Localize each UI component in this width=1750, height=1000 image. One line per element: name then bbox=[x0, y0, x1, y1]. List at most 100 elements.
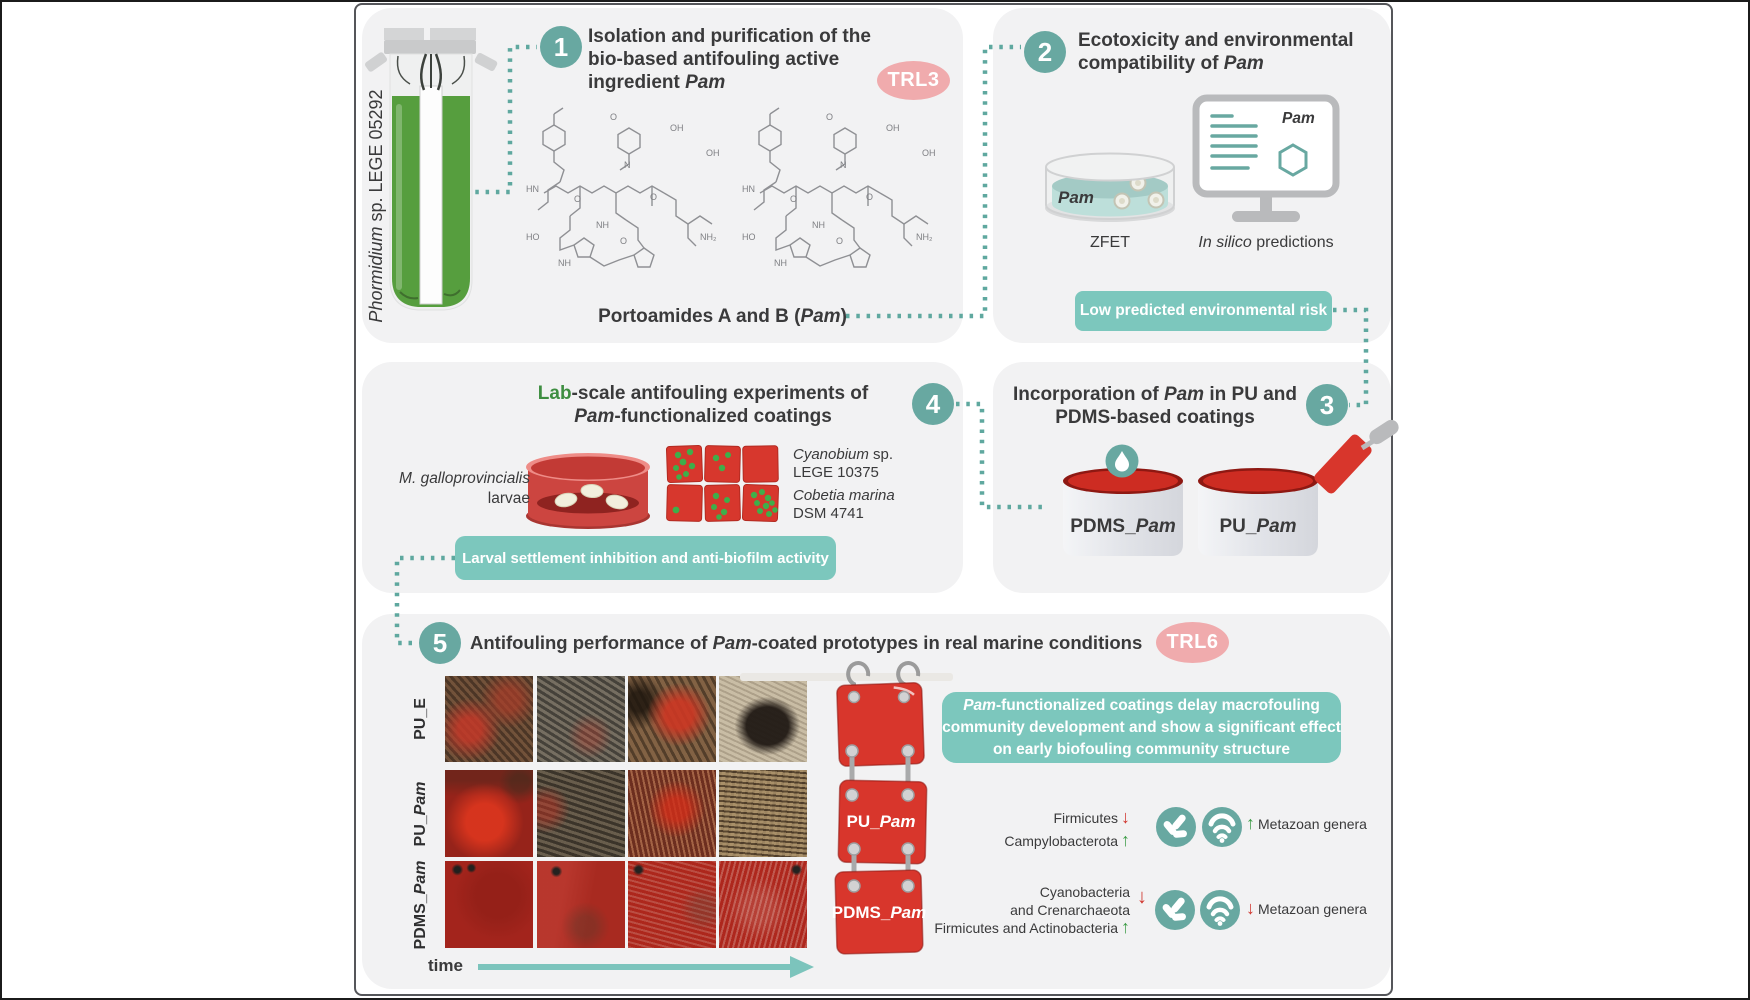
annotation1-line2: Campylobacterota↑ bbox=[905, 829, 1130, 852]
row-label-pdmspam: PDMS_Pam bbox=[412, 845, 430, 965]
can1-pam: Pam bbox=[1135, 516, 1176, 537]
step-number-3: 3 bbox=[1306, 384, 1348, 426]
row2-pre: PU_ bbox=[412, 815, 429, 847]
annot2-taxon1: Cyanobacteria bbox=[1039, 884, 1130, 900]
step2-title: Ecotoxicity and environmental compatibil… bbox=[1078, 29, 1388, 75]
step2-title-line1: Ecotoxicity and environmental bbox=[1078, 30, 1354, 51]
annotation1-left: Firmicutes↓ Campylobacterota↑ bbox=[905, 806, 1130, 852]
row3-pre: PDMS_ bbox=[412, 894, 429, 950]
result-banner: Pam-functionalized coatings delay macrof… bbox=[942, 692, 1341, 763]
monitor-pam-text: Pam bbox=[1282, 110, 1315, 127]
down-arrow-icon: ↓ bbox=[1246, 898, 1255, 918]
step2-title-line2-pam: Pam bbox=[1223, 53, 1264, 74]
trl6-badge: TRL6 bbox=[1156, 622, 1229, 663]
larval-settlement-banner: Larval settlement inhibition and anti-bi… bbox=[455, 536, 836, 580]
time-text: time bbox=[428, 956, 463, 975]
step1-title-line3-pre: ingredient bbox=[588, 72, 686, 93]
annot2-metazoan: Metazoan genera bbox=[1258, 901, 1367, 917]
result-banner-line2: community development and show a signifi… bbox=[942, 718, 1341, 736]
step-5-digit: 5 bbox=[432, 627, 448, 658]
step4-title-rest1: -scale antifouling experiments of bbox=[571, 383, 869, 404]
caption-pam: Pam bbox=[800, 306, 841, 327]
microbe2-label: Cobetia marina DSM 4741 bbox=[793, 487, 895, 523]
annotation2-left: Cyanobacteria and Crenarchaeota Firmicut… bbox=[880, 884, 1130, 938]
insilico-label: In silico predictions bbox=[1166, 234, 1366, 252]
step3-title-line1: Incorporation of Pam in PU and bbox=[1000, 383, 1310, 406]
can2-pre: PU_ bbox=[1219, 516, 1257, 537]
result-banner-line3: on early biofouling community structure bbox=[992, 740, 1291, 758]
bioreactor-label: Phormidium sp. LEGE 05292 bbox=[366, 76, 386, 336]
step5-title-pam: Pam bbox=[712, 632, 752, 653]
fouling-photo-pupam-t4 bbox=[719, 770, 807, 857]
step4-title-lab: Lab bbox=[537, 383, 572, 404]
row2-pam: Pam bbox=[412, 781, 429, 816]
step5-title-post: -coated prototypes in real marine condit… bbox=[751, 632, 1143, 653]
down-arrow-glyph: ↓ bbox=[1137, 886, 1147, 908]
dish-pam-text: Pam bbox=[1058, 188, 1094, 207]
step-number-1: 1 bbox=[540, 26, 582, 68]
low-risk-text: Low predicted environmental risk bbox=[1079, 302, 1328, 319]
low-risk-banner: Low predicted environmental risk bbox=[1075, 291, 1332, 331]
microbe1-label: Cyanobium sp. LEGE 10375 bbox=[793, 446, 893, 482]
monitor-pam-label: Pam bbox=[1282, 110, 1315, 128]
step3-title-pam: Pam bbox=[1163, 384, 1205, 405]
row1-text: PU_E bbox=[412, 698, 429, 740]
result-line1-rest: -functionalized coatings delay macrofoul… bbox=[995, 696, 1320, 714]
larval-settlement-text: Larval settlement inhibition and anti-bi… bbox=[462, 549, 829, 567]
fouling-photo-pupam-t1 bbox=[445, 770, 533, 857]
fouling-photo-pupam-t3 bbox=[628, 770, 716, 857]
step3-title-pre: Incorporation of bbox=[1013, 384, 1164, 405]
fouling-photo-pdmspam-t3 bbox=[628, 861, 716, 948]
step4-title-pam: Pam bbox=[574, 406, 615, 427]
annot1-taxon1: Firmicutes bbox=[1053, 810, 1118, 826]
annotation2-line3: Firmicutes and Actinobacteria↑ bbox=[880, 917, 1130, 938]
step1-title-line2: bio-based antifouling active bbox=[588, 49, 840, 70]
up-arrow-icon: ↑ bbox=[1121, 830, 1130, 850]
annotation1-line1: Firmicutes↓ bbox=[905, 806, 1130, 829]
step-1-digit: 1 bbox=[553, 31, 569, 62]
caption-pre: Portoamides A and B ( bbox=[598, 306, 801, 327]
fouling-photo-pue-t1 bbox=[445, 676, 533, 762]
step1-title-line1: Isolation and purification of the bbox=[588, 26, 871, 47]
step-3-digit: 3 bbox=[1319, 389, 1335, 420]
step3-title-post: in PU and bbox=[1204, 384, 1297, 405]
organism-species: M. galloprovincialis bbox=[399, 470, 530, 487]
down-arrow-icon: ↓ bbox=[1137, 886, 1147, 909]
step1-title-line3: ingredient Pam bbox=[588, 71, 933, 94]
microbe1-sp: sp. bbox=[868, 446, 894, 463]
microbe2-name: Cobetia marina bbox=[793, 487, 895, 504]
bioreactor-strain: sp. LEGE 05292 bbox=[366, 89, 386, 227]
fouling-photo-pupam-t2 bbox=[537, 770, 625, 857]
step-4-digit: 4 bbox=[925, 388, 941, 419]
organism-larvae: larvae bbox=[487, 490, 530, 507]
down-arrow-icon: ↓ bbox=[1121, 807, 1130, 827]
zfet-text: ZFET bbox=[1090, 234, 1130, 251]
up-arrow-icon: ↑ bbox=[1121, 917, 1130, 937]
step4-title-line2: Pam-functionalized coatings bbox=[500, 405, 906, 428]
step2-title-line2-pre: compatibility of bbox=[1078, 53, 1224, 74]
step-number-5: 5 bbox=[419, 622, 461, 664]
annotation1-right: ↑Metazoan genera bbox=[1246, 813, 1367, 834]
annot1-metazoan: Metazoan genera bbox=[1258, 816, 1367, 832]
row3-pam: Pam bbox=[412, 860, 429, 895]
caption-post: ) bbox=[840, 306, 847, 327]
annotation2-right: ↓Metazoan genera bbox=[1246, 898, 1367, 919]
can-label-pu: PU_Pam bbox=[1198, 516, 1318, 538]
annot2-taxon2: and Crenarchaeota bbox=[1010, 901, 1130, 918]
trl6-label: TRL6 bbox=[1166, 631, 1219, 653]
dish-pam-label: Pam bbox=[1058, 188, 1094, 208]
fouling-photo-pdmspam-t2 bbox=[537, 861, 625, 948]
step4-title-line1: Lab-scale antifouling experiments of bbox=[500, 382, 906, 405]
zfet-label: ZFET bbox=[1062, 234, 1158, 252]
step1-title-line3-pam: Pam bbox=[685, 72, 726, 93]
fouling-photo-pue-t2 bbox=[537, 676, 625, 762]
up-arrow-icon: ↑ bbox=[1246, 813, 1255, 833]
result-pam: Pam bbox=[963, 696, 996, 714]
step-number-2: 2 bbox=[1024, 31, 1066, 73]
time-label: time bbox=[428, 956, 463, 976]
fouling-photo-pdmspam-t4 bbox=[719, 861, 807, 948]
step2-title-line2: compatibility of Pam bbox=[1078, 52, 1388, 75]
fouling-photo-pdmspam-t1 bbox=[445, 861, 533, 948]
step5-title-pre: Antifouling performance of bbox=[470, 632, 713, 653]
